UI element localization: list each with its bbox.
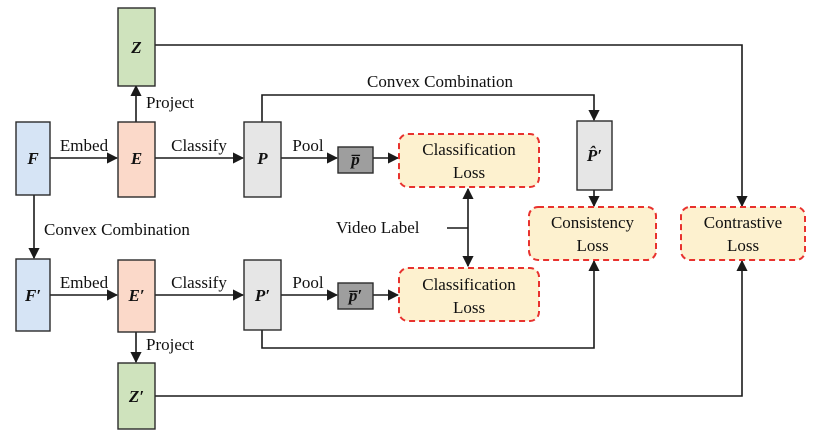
node-z-prime-text: Z′	[128, 387, 144, 406]
consistency-loss: Consistency Loss	[528, 206, 657, 261]
label-classify-top: Classify	[171, 136, 227, 155]
node-e-prime: E′	[117, 259, 156, 333]
classification-loss-bottom: Classification Loss	[398, 267, 540, 322]
node-f-prime: F′	[15, 258, 51, 332]
edge-p-to-phat	[261, 94, 600, 122]
label-pool-bottom: Pool	[292, 273, 323, 292]
node-f-prime-text: F′	[24, 286, 41, 305]
consistency-loss-line1: Consistency	[551, 213, 635, 232]
node-z: Z	[117, 7, 156, 87]
edge-pprime-to-consistency	[261, 259, 600, 349]
consistency-loss-line2: Loss	[576, 236, 608, 255]
node-f: F	[15, 121, 51, 196]
label-video-label: Video Label	[336, 218, 420, 237]
node-e-text: E	[130, 149, 142, 168]
edge-zprime-to-contrastive	[155, 259, 748, 397]
edge-labels: Project Convex Combination Embed Classif…	[44, 72, 513, 354]
label-embed-top: Embed	[60, 136, 109, 155]
contrastive-loss-line2: Loss	[727, 236, 759, 255]
classification-loss-top-line1: Classification	[422, 140, 516, 159]
label-classify-bottom: Classify	[171, 273, 227, 292]
node-p-prime: P′	[243, 259, 282, 331]
node-f-text: F	[26, 149, 39, 168]
contrastive-loss: Contrastive Loss	[680, 206, 806, 261]
classification-loss-top-line2: Loss	[453, 163, 485, 182]
node-e: E	[117, 121, 156, 198]
node-z-prime: Z′	[117, 362, 156, 430]
contrastive-loss-line1: Contrastive	[704, 213, 782, 232]
label-project-bottom: Project	[146, 335, 194, 354]
node-p-hat-prime-text: P̂′	[586, 146, 602, 165]
label-convex-combination-top: Convex Combination	[367, 72, 513, 91]
node-p-text: P	[256, 149, 268, 168]
label-embed-bottom: Embed	[60, 273, 109, 292]
node-p-bar: p̅	[337, 146, 374, 174]
node-p-bar-prime: p̅′	[337, 282, 374, 310]
label-convex-combination-left: Convex Combination	[44, 220, 190, 239]
node-e-prime-text: E′	[127, 286, 144, 305]
classification-loss-bottom-line1: Classification	[422, 275, 516, 294]
node-z-text: Z	[130, 38, 141, 57]
classification-loss-bottom-line2: Loss	[453, 298, 485, 317]
label-pool-top: Pool	[292, 136, 323, 155]
node-p-bar-text: p̅	[349, 150, 360, 169]
edges	[28, 44, 748, 397]
node-p-hat-prime: P̂′	[576, 120, 613, 191]
node-p: P	[243, 121, 282, 198]
node-p-bar-prime-text: p̅′	[347, 286, 362, 305]
edge-z-to-contrastive	[155, 44, 748, 208]
node-p-prime-text: P′	[254, 286, 270, 305]
classification-loss-top: Classification Loss	[398, 133, 540, 188]
label-project-top: Project	[146, 93, 194, 112]
